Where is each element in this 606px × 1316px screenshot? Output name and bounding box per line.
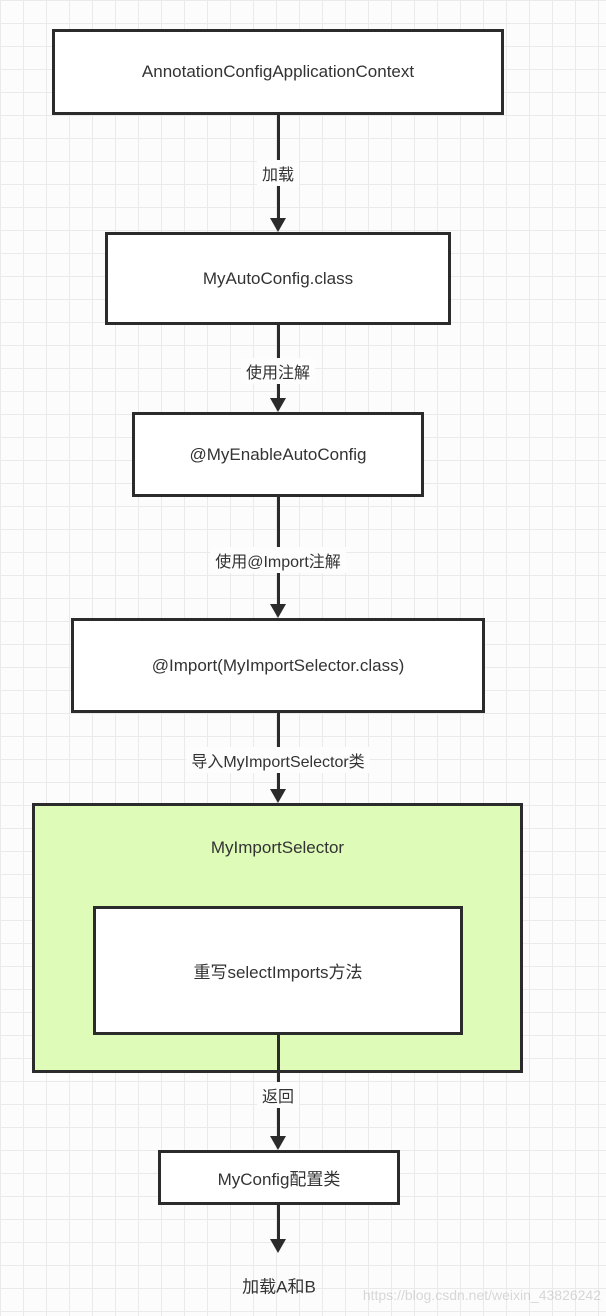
node-label: MyImportSelector	[210, 838, 345, 857]
edge-label-return: 返回	[256, 1082, 300, 1108]
node-label: MyConfig配置类	[217, 1170, 341, 1189]
arrow-head-icon	[270, 604, 286, 618]
arrow-head-icon	[270, 1239, 286, 1253]
node-label: 重写selectImports方法	[193, 963, 363, 982]
edge-label-use-annotation: 使用注解	[240, 358, 316, 384]
arrow-head-icon	[270, 218, 286, 232]
watermark-url: https://blog.csdn.net/weixin_43826242	[362, 1287, 601, 1303]
node-my-enable-auto-config: @MyEnableAutoConfig	[132, 412, 424, 497]
node-label: AnnotationConfigApplicationContext	[141, 62, 415, 81]
node-my-config: MyConfig配置类	[158, 1150, 400, 1205]
edge-label-use-import: 使用@Import注解	[210, 547, 346, 573]
node-load-a-and-b: 加载A和B	[242, 1277, 316, 1297]
arrow-line	[276, 1205, 280, 1240]
node-label: @Import(MyImportSelector.class)	[151, 655, 405, 675]
node-override-select-imports: 重写selectImports方法	[93, 906, 463, 1035]
arrow-head-icon	[270, 398, 286, 412]
node-annotation-config-application-context: AnnotationConfigApplicationContext	[52, 29, 504, 115]
node-my-auto-config: MyAutoConfig.class	[105, 232, 451, 325]
edge-label-load: 加载	[256, 160, 300, 186]
edge-label-import-selector: 导入MyImportSelector类	[186, 747, 370, 773]
node-label: MyAutoConfig.class	[202, 268, 354, 288]
arrow-head-icon	[270, 1136, 286, 1150]
node-import-my-import-selector: @Import(MyImportSelector.class)	[71, 618, 485, 713]
arrow-head-icon	[270, 789, 286, 803]
node-label: @MyEnableAutoConfig	[189, 444, 367, 464]
